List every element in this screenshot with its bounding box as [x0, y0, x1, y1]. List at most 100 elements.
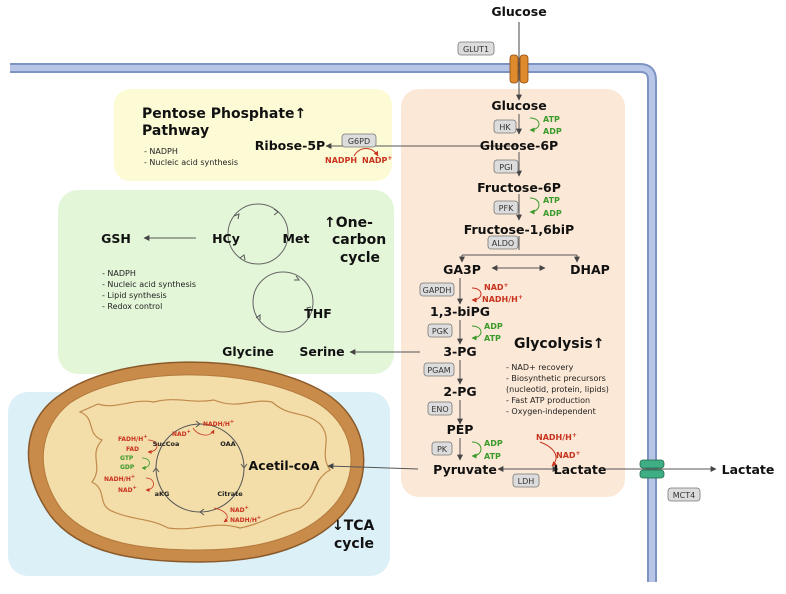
glycolysis-title: Glycolysis↑ — [514, 336, 604, 352]
glut1-transporter — [509, 22, 529, 101]
cofactor-g6pd-nadph: NADPH — [325, 156, 357, 165]
label-citrate: Citrate — [217, 490, 243, 498]
enzyme-aldo: ALDO — [492, 239, 514, 248]
glycolysis-note: - Fast ATP production — [506, 396, 590, 405]
cofactor-tca-nad-top: NAD+ — [172, 429, 191, 438]
enzyme-glut1: GLUT1 — [463, 45, 489, 54]
cofactor-gapdh-nad: NAD+ — [484, 282, 509, 293]
cofactor-tca-nadh-bottom: NADH/H+ — [230, 515, 261, 524]
label-lactate-out: Lactate — [722, 462, 775, 477]
label-acetyl-coa: Acetil-coA — [249, 458, 320, 473]
enzyme-mct4: MCT4 — [673, 491, 695, 500]
label-oaa: OAA — [220, 440, 235, 448]
ppp-region — [114, 89, 392, 181]
enzyme-pgam: PGAM — [427, 366, 450, 375]
mct4-transporter — [639, 459, 665, 479]
cofactor-pgk-atp: ATP — [484, 334, 501, 343]
cofactor-tca-nadh-top: NADH/H+ — [203, 419, 234, 428]
enzyme-pfk: PFK — [499, 204, 514, 213]
one-carbon-note: - Lipid synthesis — [102, 291, 167, 300]
enzyme-pgi: PGI — [499, 163, 512, 172]
cofactor-ldh-nadh: NADH/H+ — [536, 432, 577, 443]
mitochondrion — [27, 361, 365, 563]
cofactor-pk-adp: ADP — [484, 439, 503, 448]
cofactor-hk-adp: ADP — [543, 127, 562, 136]
pathway-titles: Pentose Phosphate↑ Pathway ↑One- carbon … — [142, 106, 604, 552]
cofactor-tca-nadh-left: NADH/H+ — [104, 474, 135, 483]
enzyme-labels: GLUT1 HK PGI PFK ALDO GAPDH PGK PGAM ENO… — [348, 45, 695, 500]
ppp-title-line2: Pathway — [142, 123, 209, 139]
cofactor-pgk-adp: ADP — [484, 322, 503, 331]
cofactor-tca-nad-bottom: NAD+ — [230, 505, 249, 514]
tca-title-line2: cycle — [334, 536, 374, 552]
label-glucose-6p: Glucose-6P — [480, 138, 558, 153]
label-thf: THF — [304, 306, 332, 321]
label-glucose-out: Glucose — [491, 4, 546, 19]
label-lactate: Lactate — [554, 462, 607, 477]
enzyme-pk: PK — [437, 445, 448, 454]
one-carbon-region — [58, 190, 394, 374]
glycolysis-note: - NAD+ recovery — [506, 363, 574, 372]
glycolysis-note: - Oxygen-independent — [506, 407, 596, 416]
enzyme-ldh: LDH — [518, 477, 535, 486]
one-carbon-title-line1: ↑One- — [324, 215, 373, 231]
label-hcy: HCy — [212, 231, 240, 246]
glycolysis-note: (nucleotid, protein, lipids) — [506, 385, 609, 394]
cofactor-tca-nad-left: NAD+ — [118, 485, 137, 494]
glycolysis-region — [401, 89, 625, 497]
cofactor-tca-gtp: GTP — [120, 455, 134, 462]
label-ga3p: GA3P — [443, 262, 481, 277]
ppp-title-line1: Pentose Phosphate↑ — [142, 106, 306, 122]
label-serine: Serine — [299, 344, 344, 359]
one-carbon-note: - Nucleic acid synthesis — [102, 280, 196, 289]
cofactor-tca-fadh: FADH/H+ — [118, 434, 147, 443]
tca-cycle-ring — [152, 420, 248, 516]
metabolite-labels: Glucose Glucose Glucose-6P Fructose-6P F… — [101, 4, 774, 498]
cofactor-gapdh-nadh: NADH/H+ — [482, 294, 523, 305]
enzyme-boxes — [341, 41, 701, 502]
tca-title-line1: ↓TCA — [332, 518, 375, 534]
cofactor-pfk-atp: ATP — [543, 196, 560, 205]
enzyme-g6pd: G6PD — [348, 137, 370, 146]
cofactor-g6pd-nadp: NADP+ — [362, 155, 392, 166]
label-succoa: SucCoa — [153, 440, 180, 448]
one-carbon-note: - NADPH — [102, 269, 136, 278]
pathway-notes: - NADPH - Nucleic acid synthesis - NADPH… — [102, 147, 609, 416]
enzyme-pgk: PGK — [432, 327, 449, 336]
one-carbon-rings — [227, 203, 314, 333]
label-pep: PEP — [447, 422, 474, 437]
label-2pg: 2-PG — [443, 384, 476, 399]
cofactor-arrows — [141, 117, 557, 523]
cofactor-pfk-adp: ADP — [543, 209, 562, 218]
cofactor-tca-gdp: GDP — [120, 464, 135, 471]
enzyme-gapdh: GAPDH — [423, 286, 452, 295]
label-glycine: Glycine — [222, 344, 274, 359]
cell-membrane — [10, 63, 657, 582]
cofactor-hk-atp: ATP — [543, 115, 560, 124]
glycolysis-arrows — [143, 114, 717, 472]
label-13bpg: 1,3-biPG — [430, 304, 490, 319]
ppp-note: - Nucleic acid synthesis — [144, 158, 238, 167]
one-carbon-title-line3: cycle — [340, 250, 380, 266]
glycolysis-note: - Biosynthetic precursors — [506, 374, 606, 383]
one-carbon-title-line2: carbon — [332, 232, 386, 248]
label-fructose-16bp: Fructose-1,6biP — [464, 222, 574, 237]
enzyme-eno: ENO — [431, 405, 448, 414]
label-akg: aKG — [155, 490, 170, 498]
cofactor-tca-fad: FAD — [126, 446, 139, 453]
one-carbon-note: - Redox control — [102, 302, 162, 311]
cofactor-labels: ATP ADP ATP ADP NAD+ NADH/H+ ADP ATP ADP… — [104, 115, 581, 524]
ppp-note: - NADPH — [144, 147, 178, 156]
label-fructose-6p: Fructose-6P — [477, 180, 561, 195]
label-met: Met — [283, 231, 310, 246]
label-glucose: Glucose — [491, 98, 546, 113]
label-3pg: 3-PG — [443, 344, 476, 359]
label-pyruvate: Pyruvate — [433, 462, 497, 477]
label-dhap: DHAP — [570, 262, 610, 277]
enzyme-hk: HK — [499, 123, 511, 132]
cofactor-ldh-nad: NAD+ — [556, 450, 581, 461]
cofactor-pk-atp: ATP — [484, 452, 501, 461]
label-ribose-5p: Ribose-5P — [255, 138, 325, 153]
